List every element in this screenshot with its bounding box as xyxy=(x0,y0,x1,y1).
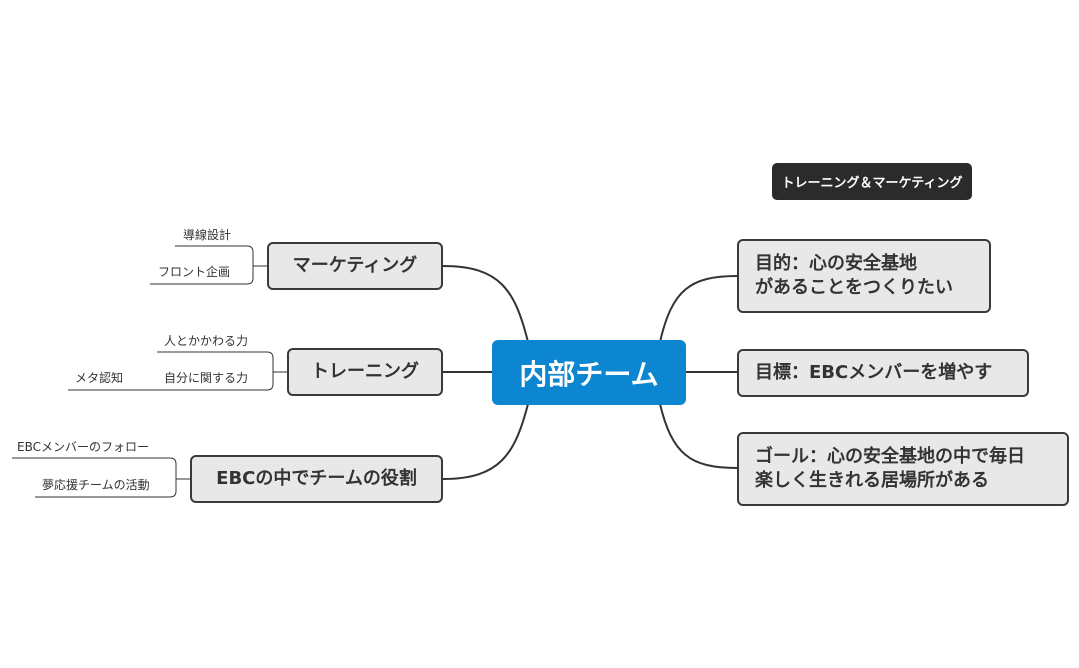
branch-target[interactable]: 目標：EBCメンバーを増やす xyxy=(737,349,1029,397)
subtopic-relating-power[interactable]: 人とかかわる力 xyxy=(164,334,249,348)
subtopic-front-planning[interactable]: フロント企画 xyxy=(158,265,231,279)
branch-goal-line1: ゴール：心の安全基地の中で毎日 xyxy=(755,445,1025,467)
branch-goal-line2: 楽しく生きれる居場所がある xyxy=(755,470,989,491)
floating-label[interactable]: トレーニング＆マーケティング xyxy=(772,163,972,200)
branch-ebc-role[interactable]: EBCの中でチームの役割 xyxy=(190,455,443,503)
subtopic-dream-team[interactable]: 夢応援チームの活動 xyxy=(42,478,150,492)
subtopic-flow-design[interactable]: 導線設計 xyxy=(183,228,232,242)
subtopic-member-follow[interactable]: EBCメンバーのフォロー xyxy=(17,440,149,454)
branch-target-line1: 目標：EBCメンバーを増やす xyxy=(755,361,993,383)
branch-purpose-text: 目的：心の安全基地 があることをつくりたい xyxy=(755,252,953,301)
branch-goal-text: ゴール：心の安全基地の中で毎日 楽しく生きれる居場所がある xyxy=(755,445,1025,494)
branch-goal[interactable]: ゴール：心の安全基地の中で毎日 楽しく生きれる居場所がある xyxy=(737,432,1069,506)
central-topic[interactable]: 内部チーム xyxy=(492,340,686,405)
subtopic-metacognition[interactable]: メタ認知 xyxy=(75,371,124,385)
branch-purpose-line2: があることをつくりたい xyxy=(755,277,953,298)
subtopic-self-power[interactable]: 自分に関する力 xyxy=(164,371,249,385)
branch-marketing[interactable]: マーケティング xyxy=(267,242,443,290)
branch-purpose-line1: 目的：心の安全基地 xyxy=(755,252,917,274)
branch-training[interactable]: トレーニング xyxy=(287,348,443,396)
branch-purpose[interactable]: 目的：心の安全基地 があることをつくりたい xyxy=(737,239,991,313)
